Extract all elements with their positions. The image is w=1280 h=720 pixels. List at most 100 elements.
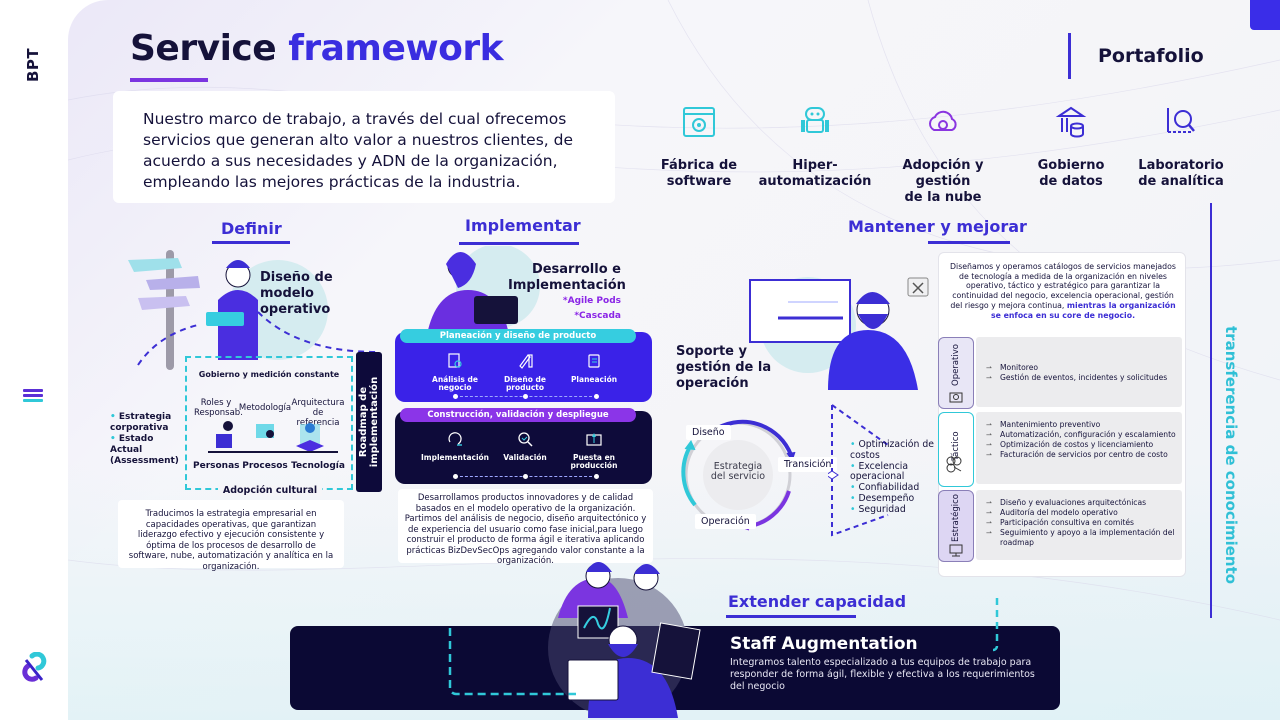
portfolio-label: Gobierno de datos [1006,158,1136,190]
definir-subtitle-line2: modelo [260,286,314,301]
step-dot [594,394,599,399]
roadmap-label-line1: Roadmap de [358,386,369,458]
hamburger-menu-icon[interactable] [23,389,43,403]
rocket-launch-icon [586,433,602,446]
bpt-logo-icon [22,652,47,682]
managed-services-intro: Diseñamos y operamos catálogos de servic… [948,262,1178,320]
hexagon-network-icon [946,456,962,473]
step-dot [594,474,599,479]
cycle-stage-operation[interactable]: Operación [695,514,756,529]
definir-inputs-list: Estrategia corporativa Estado Actual (As… [110,412,180,467]
cycle-center-line2: del servicio [710,471,766,482]
title-part-1: Service [130,28,277,69]
service-lifecycle-diagram [681,419,796,531]
step-label: Diseño de producto [504,374,546,392]
input-item: Estrategia corporativa [110,412,180,434]
methods-list: *Agile Pods *Cascada [538,294,621,324]
level-item: Mantenimiento preventivo [984,420,1182,430]
validation-magnifier-icon [518,432,533,447]
portfolio-label: Hiper- automatización [750,158,880,190]
plan-step-business-analysis[interactable]: Análisis de negocio [420,352,490,393]
staff-augmentation-title: Staff Augmentation [730,634,918,654]
mantener-subtitle-line2: gestión de la [676,360,772,375]
implementar-subtitle-line2: Implementación [508,278,626,293]
culture-label: Adopción cultural [218,485,322,496]
level-tab-estrategico[interactable]: Estratégico [938,490,974,562]
build-deploy-header: Construcción, validación y despliegue [400,408,636,422]
portfolio-label: Fábrica de software [634,158,764,190]
portfolio-item-cloud[interactable]: Adopción y gestión de la nube [878,104,1008,206]
definir-subtitle-line3: operativo [260,302,331,317]
level-content-estrategico: Diseño y evaluaciones arquitectónicas Au… [976,490,1182,560]
method-cascade: *Cascada [574,311,621,321]
cycle-arrow-icon [448,432,462,446]
portfolio-label-line1: Fábrica de [660,158,738,173]
presentation-board-icon [949,544,963,557]
plan-step-planning[interactable]: Planeación [559,352,629,384]
step-label: Validación [503,452,547,462]
implementar-subtitle-line1: Desarrollo e [531,262,621,277]
intro-text: Nuestro marco de trabajo, a través del c… [143,110,574,191]
definir-subtitle: Diseño de modelo operativo [260,270,333,318]
operation-arc [681,443,697,507]
build-deploy-panel [395,411,652,484]
level-item: Optimización de costos y licenciamiento [984,440,1182,450]
outcome-item: Desempeño [850,493,940,505]
pillar-technology: Tecnología [291,461,345,471]
roadmap-label-line2: implementación [369,376,380,468]
implementar-illustration [428,246,540,330]
roadmap-label: Roadmap de implementación [358,377,380,467]
governance-label: Gobierno y medición constante [198,370,340,379]
cycle-stage-design[interactable]: Diseño [686,425,731,440]
step-label: Planeación [570,374,618,384]
mantener-illustration [749,277,918,390]
main-canvas: Service framework Nuestro marco de traba… [68,0,1280,720]
build-step-validation[interactable]: Validación [490,430,560,462]
level-item: Participación consultiva en comités [984,518,1182,528]
level-item: Automatización, configuración y escalami… [984,430,1182,440]
input-item: Estado Actual (Assessment) [110,434,180,467]
mantener-subtitle-line3: operación [676,376,749,391]
level-item: Diseño y evaluaciones arquitectónicas [984,498,1182,508]
outcome-item: Excelencia operacional [850,461,940,484]
plan-design-header: Planeación y diseño de producto [400,329,636,343]
mantener-subtitle-line1: Soporte y [676,344,747,359]
cycle-center-label: Estrategia del servicio [708,462,768,482]
level-tab-operativo[interactable]: Operativo [938,337,974,409]
title-part-2: framework [288,28,504,69]
business-analysis-icon [448,353,462,368]
plan-step-product-design[interactable]: Diseño de producto [490,352,560,393]
section-title-mantener: Mantener y mejorar [848,217,1027,236]
portfolio-item-analytics-lab[interactable]: Laboratorio de analítica [1116,104,1246,190]
portfolio-item-hyperautomation[interactable]: Hiper- automatización [750,104,880,190]
step-dot [453,474,458,479]
portfolio-item-data-governance[interactable]: Gobierno de datos [1006,104,1136,190]
portfolio-item-software-factory[interactable]: Fábrica de software [634,104,764,190]
outcomes-list: Optimización de costos Excelencia operac… [850,439,940,516]
title-underline [130,78,208,82]
definir-subtitle-line1: Diseño de [260,270,333,285]
portfolio-label-line2: de la nube [904,190,982,205]
portfolio-label-line2: de datos [1039,174,1103,189]
portfolio-label-line2: de analítica [1138,174,1224,189]
implementar-description: Desarrollamos productos innovadores y de… [398,489,653,566]
bank-database-icon [1055,106,1087,138]
cycle-stage-transition[interactable]: Transición [778,457,838,472]
level-tab-tactico[interactable]: Táctico [938,412,974,487]
portfolio-label: Laboratorio de analítica [1116,158,1246,190]
portfolio-label: Adopción y gestión de la nube [878,158,1008,206]
page-title: Service framework [130,28,504,69]
pillars-illustration [208,421,338,453]
level-content-operativo: Monitoreo Gestión de eventos, incidentes… [976,337,1182,407]
operations-gear-icon [949,392,963,403]
section-underline [928,241,1010,244]
sidebar: BPT [0,0,68,720]
level-item: Seguimiento y apoyo a la implementación … [984,528,1182,548]
build-step-implementation[interactable]: Implementación [420,430,490,462]
extender-connector [993,598,999,652]
build-step-release[interactable]: Puesta en producción [559,430,629,471]
portfolio-divider [1068,33,1071,79]
intro-box: Nuestro marco de trabajo, a través del c… [113,91,615,203]
step-label: Puesta en producción [570,452,618,470]
pillar-processes: Procesos [242,461,288,471]
